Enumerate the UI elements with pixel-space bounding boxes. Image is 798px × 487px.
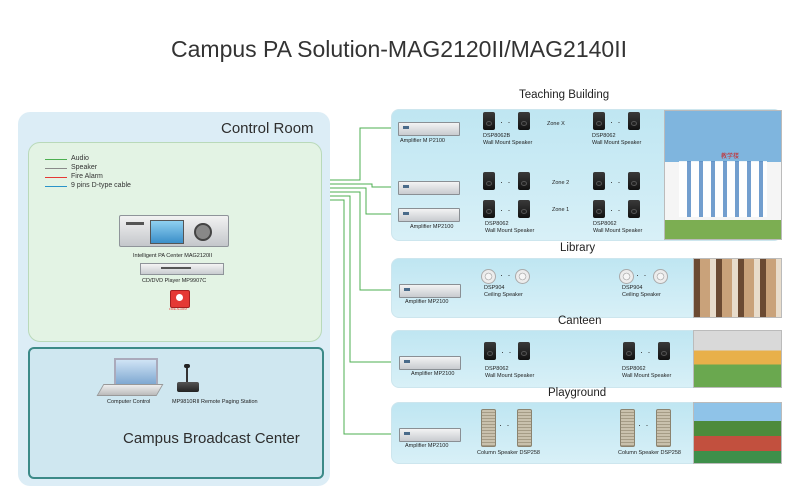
ellipsis: · · [640, 347, 652, 357]
speaker-label: Column Speaker DSP258 [477, 450, 540, 456]
column-speaker-icon [620, 409, 635, 447]
ellipsis: · · [500, 117, 512, 127]
playground-title: Playground [548, 387, 607, 399]
wall-speaker-icon [518, 172, 530, 190]
ellipsis: · · [500, 177, 512, 187]
teaching-building-sign: 教学楼 [721, 154, 740, 160]
dvd-player-device [140, 263, 224, 275]
canteen-amplifier [399, 356, 461, 370]
wall-speaker-icon [623, 342, 635, 360]
speaker-label: DSP8062B Wall Mount Speaker [483, 133, 533, 146]
speaker-label: DSP8062 Wall Mount Speaker [592, 133, 642, 146]
wall-speaker-icon [628, 112, 640, 130]
wall-speaker-icon [593, 200, 605, 218]
fire-alarm-device [170, 290, 190, 308]
page-title: Campus PA Solution-MAG2120II/MAG2140II [171, 36, 627, 62]
disc-tray-icon [161, 267, 191, 269]
column-speaker-icon [517, 409, 532, 447]
legend-swatch [45, 168, 67, 169]
column-speaker-icon [656, 409, 671, 447]
dvd-player-label: CD/DVD Player MP9907C [142, 278, 207, 284]
wall-speaker-icon [628, 172, 640, 190]
speaker-label: DSP904 Ceiling Speaker [484, 285, 523, 298]
ellipsis: · · [499, 420, 511, 430]
column-speaker-icon [481, 409, 496, 447]
control-room-label: Control Room [221, 120, 314, 137]
legend-swatch [45, 186, 67, 187]
volume-knob-icon [194, 223, 212, 241]
ceiling-speaker-icon [619, 269, 634, 284]
teaching-amplifier-1-label: Amplifier M P2100 [400, 138, 445, 144]
wall-speaker-icon [593, 172, 605, 190]
ceiling-speaker-icon [481, 269, 496, 284]
teaching-building-title: Teaching Building [519, 89, 610, 101]
paging-station-icon [177, 364, 199, 394]
teaching-building-photo: 教学楼 [664, 110, 782, 240]
ellipsis: · · [636, 270, 648, 280]
playground-amplifier [399, 428, 461, 442]
legend-swatch [45, 177, 67, 178]
playground-photo [693, 402, 782, 464]
canteen-photo [693, 330, 782, 388]
speaker-label: DSP8062 Wall Mount Speaker [485, 366, 535, 379]
ellipsis: · · [501, 347, 513, 357]
wall-speaker-icon [518, 342, 530, 360]
speaker-label: DSP8062 Wall Mount Speaker [485, 221, 535, 234]
playground-amplifier-label: Amplifier MP2100 [405, 443, 449, 449]
zone-x-label: Zone X [547, 121, 565, 127]
ellipsis: · · [500, 205, 512, 215]
zone-2-label: Zone 2 [552, 180, 570, 186]
wall-speaker-icon [593, 112, 605, 130]
canteen-title: Canteen [558, 315, 602, 327]
paging-station-label: MP9810RII Remote Paging Station [172, 399, 258, 405]
wall-speaker-icon [518, 200, 530, 218]
pa-center-device [119, 215, 229, 247]
wall-speaker-icon [483, 200, 495, 218]
ellipsis: · · [610, 205, 622, 215]
broadcast-center-box [28, 347, 324, 479]
library-photo [693, 258, 782, 318]
teaching-amplifier-2 [398, 181, 460, 195]
speaker-label: Column Speaker DSP258 [618, 450, 681, 456]
teaching-amplifier-1 [398, 122, 460, 136]
library-amplifier-label: Amplifier MP2100 [405, 299, 449, 305]
wall-speaker-icon [628, 200, 640, 218]
speaker-label: DSP8062 Wall Mount Speaker [622, 366, 672, 379]
library-amplifier [399, 284, 461, 298]
ceiling-speaker-icon [653, 269, 668, 284]
ellipsis: · · [610, 117, 622, 127]
teaching-amplifier-2-label: Amplifier MP2100 [410, 224, 454, 230]
indicator-icon [126, 222, 144, 225]
ellipsis: · · [500, 270, 512, 280]
laptop-icon [96, 358, 164, 396]
library-title: Library [560, 242, 596, 254]
ceiling-speaker-icon [515, 269, 530, 284]
alarm-button-icon [176, 294, 183, 301]
ellipsis: · · [638, 420, 650, 430]
wall-speaker-icon [658, 342, 670, 360]
wall-speaker-icon [518, 112, 530, 130]
wall-speaker-icon [483, 112, 495, 130]
speaker-label: DSP904 Ceiling Speaker [622, 285, 661, 298]
canteen-amplifier-label: Amplifier MP2100 [411, 371, 455, 377]
speaker-label: DSP8062 Wall Mount Speaker [593, 221, 643, 234]
zone-1-label: Zone 1 [552, 207, 570, 213]
wall-speaker-icon [483, 172, 495, 190]
ellipsis: · · [610, 177, 622, 187]
fire-alarm-tag: FIRE ALARM [169, 307, 187, 311]
computer-control-label: Computer Control [107, 399, 151, 405]
touch-screen-icon [150, 220, 184, 244]
broadcast-center-label: Campus Broadcast Center [123, 430, 300, 447]
pa-center-label: Intelligent PA Center MAG2120II [133, 253, 213, 259]
legend-swatch [45, 159, 67, 160]
teaching-amplifier-3 [398, 208, 460, 222]
wall-speaker-icon [484, 342, 496, 360]
